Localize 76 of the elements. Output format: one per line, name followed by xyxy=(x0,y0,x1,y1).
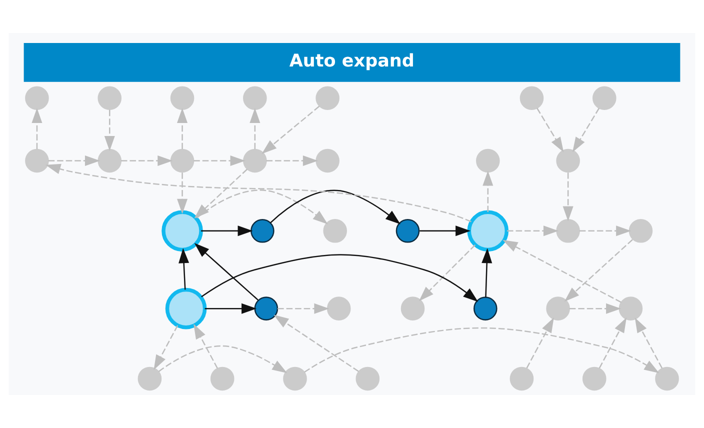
node-circle xyxy=(400,296,425,320)
arrow xyxy=(154,325,178,370)
arrow xyxy=(266,156,318,166)
arrow xyxy=(177,172,188,214)
arrow xyxy=(536,108,564,152)
node-circle xyxy=(582,366,606,391)
arrow xyxy=(482,248,492,298)
arrow xyxy=(564,239,633,302)
node-circle xyxy=(316,148,340,173)
arrow xyxy=(274,314,359,372)
node-circle xyxy=(138,366,162,391)
arrow xyxy=(158,345,288,374)
node-circle xyxy=(655,366,679,391)
arrow xyxy=(178,248,190,290)
node-circle xyxy=(520,86,544,110)
arrow xyxy=(194,156,246,166)
arrow xyxy=(420,226,471,236)
arrow xyxy=(507,226,559,236)
arrow xyxy=(201,254,478,302)
node-circle xyxy=(323,219,347,243)
arrow xyxy=(278,303,330,314)
arrow xyxy=(201,226,253,236)
node-circle xyxy=(254,296,278,320)
arrow xyxy=(572,108,600,152)
node-circle xyxy=(170,148,194,173)
arrow xyxy=(204,303,257,314)
arrow xyxy=(482,170,494,212)
node-circle xyxy=(476,148,500,173)
node-circle xyxy=(25,86,49,110)
node-circle xyxy=(283,366,307,391)
arrow xyxy=(579,226,632,236)
arrow xyxy=(177,108,188,150)
arrow xyxy=(526,318,554,368)
arrow xyxy=(598,318,627,368)
arrow xyxy=(194,324,218,369)
node-circle xyxy=(170,86,194,110)
arrow xyxy=(418,244,476,302)
node-circle xyxy=(556,219,580,243)
arrow xyxy=(46,164,472,222)
node-circle xyxy=(467,210,509,252)
node-circle xyxy=(628,219,653,243)
node-circle xyxy=(316,86,340,110)
node-circle xyxy=(474,296,498,320)
node-circle xyxy=(250,219,274,243)
arrow xyxy=(32,108,42,150)
arrow xyxy=(262,106,320,154)
node-circle xyxy=(592,86,616,110)
arrow xyxy=(120,156,173,166)
arrow xyxy=(634,318,663,368)
node-circle xyxy=(243,86,267,110)
arrow xyxy=(270,190,400,224)
node-circle xyxy=(326,296,351,320)
arrow xyxy=(194,168,248,218)
node-circle xyxy=(618,296,643,320)
arrow xyxy=(502,240,622,303)
node-circle xyxy=(165,288,207,330)
node-circle xyxy=(510,366,534,391)
arrow xyxy=(196,190,328,224)
arrow xyxy=(304,327,660,374)
arrow xyxy=(569,303,622,314)
arrow xyxy=(48,156,100,166)
node-circle xyxy=(546,296,570,320)
node-circle xyxy=(356,366,380,391)
node-circle xyxy=(98,148,122,173)
arrow xyxy=(562,172,574,222)
arrow xyxy=(104,110,115,152)
node-circle xyxy=(396,219,420,243)
node-circle xyxy=(556,148,580,173)
diagram-title: Auto expand xyxy=(289,51,414,72)
arrow xyxy=(250,108,260,150)
node-circle xyxy=(162,210,203,252)
node-circle xyxy=(25,148,49,173)
node-circle xyxy=(210,366,234,391)
node-circle xyxy=(243,148,267,173)
node-circle xyxy=(98,86,122,110)
arrow xyxy=(194,242,258,300)
